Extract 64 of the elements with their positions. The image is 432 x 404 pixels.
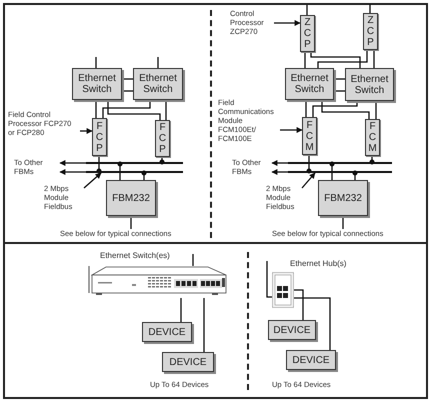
connector-line <box>375 101 377 119</box>
connector-line <box>107 100 161 120</box>
connector-line <box>203 298 205 352</box>
connector-line <box>96 156 102 174</box>
arrow <box>280 127 303 133</box>
arrow <box>274 20 301 26</box>
connector-line <box>95 100 97 118</box>
device-box: DEVICE <box>162 352 214 372</box>
ethernet-switch-box: Ethernet Switch <box>345 68 394 101</box>
device-box: DEVICE <box>286 350 336 370</box>
module-box: FBM232 <box>106 180 156 216</box>
device-box: DEVICE <box>268 320 316 340</box>
processor-box: ZCP <box>300 15 315 52</box>
connector-line <box>352 170 358 180</box>
connector-line <box>95 57 97 68</box>
connector-line <box>342 216 344 229</box>
arrow <box>271 160 288 166</box>
ethernet-switch-box: Ethernet Switch <box>285 68 334 100</box>
network-switch-drawing <box>88 266 228 298</box>
connector-line <box>294 289 304 320</box>
arrow <box>271 169 288 175</box>
connector-line <box>294 297 331 350</box>
connector-line <box>310 52 361 68</box>
device-box: DEVICE <box>142 322 192 342</box>
connector-line <box>165 100 167 120</box>
bus-line <box>288 171 392 173</box>
connector-line <box>330 162 334 180</box>
connector-line <box>306 5 308 15</box>
connector-line <box>102 100 151 118</box>
connector-line <box>317 50 368 68</box>
bus-line <box>86 162 183 164</box>
caption-text: Ethernet Hub(s) <box>290 259 346 269</box>
connector-line <box>373 50 375 68</box>
module-box: FBM232 <box>318 180 368 216</box>
connector-line <box>118 162 122 180</box>
connector-line <box>305 100 307 117</box>
connector-line <box>304 52 306 68</box>
connector-line <box>266 261 272 298</box>
processor-box: FCP <box>92 118 107 156</box>
connector-line <box>130 216 132 229</box>
connector-line <box>192 254 194 266</box>
connector-line <box>321 100 370 119</box>
arrow <box>302 172 316 188</box>
network-hub-drawing <box>272 272 294 308</box>
connector-line <box>142 170 146 180</box>
module-box: FCM <box>365 119 380 156</box>
connector-line <box>160 157 164 164</box>
arrow <box>59 169 86 175</box>
bus-line <box>86 171 183 173</box>
arrow <box>84 172 102 188</box>
connector-line <box>180 298 182 322</box>
ethernet-switch-box: Ethernet Switch <box>72 68 122 100</box>
arrow <box>80 128 93 134</box>
caption-text: Ethernet Switch(es) <box>100 251 170 261</box>
processor-box: FCP <box>155 120 170 157</box>
connector-line <box>306 155 312 174</box>
arrow <box>59 160 86 166</box>
connector-line <box>370 156 374 164</box>
connector-line <box>157 57 159 68</box>
connector-line <box>312 101 358 117</box>
processor-box: ZCP <box>363 13 378 50</box>
ethernet-switch-box: Ethernet Switch <box>133 68 183 100</box>
bus-line <box>288 162 392 164</box>
module-box: FCM <box>302 117 317 155</box>
